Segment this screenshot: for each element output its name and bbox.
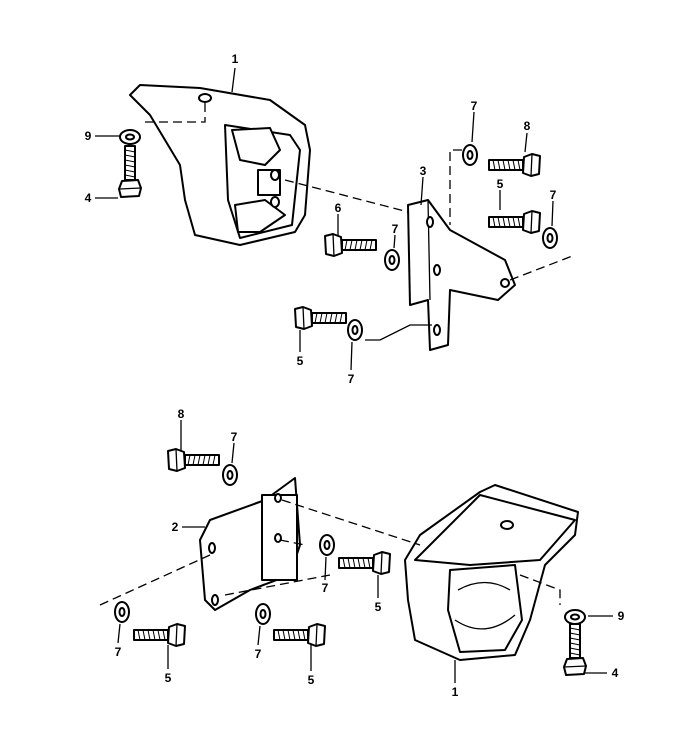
washer-icon [119, 129, 141, 145]
bolt-icon [563, 623, 587, 676]
callout-1: 1 [232, 52, 239, 66]
callout-5: 5 [497, 177, 504, 191]
washer-icon [222, 464, 238, 486]
callout-8: 8 [178, 407, 185, 421]
bolt-icon [488, 210, 541, 234]
bolt-icon [133, 623, 186, 647]
engine-mount-bottom [404, 484, 579, 661]
callout-1: 1 [452, 685, 459, 699]
bolt-icon [273, 623, 326, 647]
washer-icon [319, 534, 335, 556]
callout-7: 7 [471, 99, 478, 113]
callout-4: 4 [85, 191, 92, 205]
bolt-icon [338, 551, 391, 575]
washer-icon [255, 603, 271, 625]
callout-6: 6 [335, 201, 342, 215]
washer-icon [564, 609, 586, 625]
callout-5: 5 [375, 600, 382, 614]
bracket-3 [407, 199, 516, 351]
callout-7: 7 [231, 430, 238, 444]
callout-5: 5 [297, 354, 304, 368]
callout-7: 7 [115, 645, 122, 659]
bolt-icon [118, 145, 142, 198]
bolt-icon [294, 306, 347, 330]
washer-icon [114, 601, 130, 623]
washer-icon [384, 249, 400, 271]
callout-7: 7 [255, 647, 262, 661]
bolt-icon [324, 233, 377, 257]
callout-4: 4 [612, 666, 619, 680]
callout-8: 8 [524, 119, 531, 133]
bolt-icon [167, 448, 220, 472]
engine-mount-top [129, 84, 311, 246]
bolt-icon [488, 153, 541, 177]
washer-icon [462, 144, 478, 166]
callout-5: 5 [165, 671, 172, 685]
callout-9: 9 [618, 609, 625, 623]
callout-9: 9 [85, 129, 92, 143]
bracket-2 [199, 477, 301, 611]
callout-7: 7 [550, 188, 557, 202]
callout-7: 7 [348, 372, 355, 386]
callout-5: 5 [308, 673, 315, 687]
washer-icon [542, 227, 558, 249]
callout-labels: 1 9 4 7 8 3 5 7 6 7 5 7 8 7 2 7 5 7 5 7 … [85, 52, 625, 699]
callout-7: 7 [392, 222, 399, 236]
callout-2: 2 [172, 520, 179, 534]
leader-lines [95, 67, 613, 683]
washer-icon [347, 319, 363, 341]
callout-3: 3 [420, 164, 427, 178]
callout-7: 7 [322, 581, 329, 595]
